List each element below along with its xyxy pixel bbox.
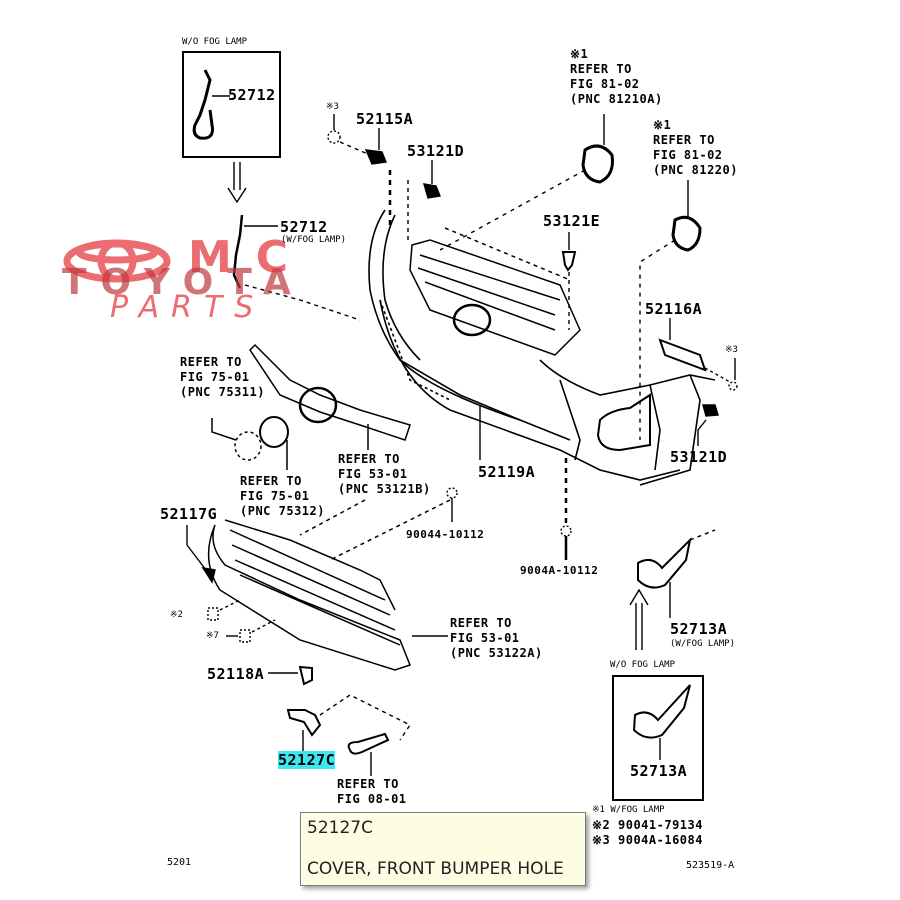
clip-52118A-icon bbox=[298, 665, 313, 686]
refer-81210A-line2: FIG 81-02 bbox=[570, 77, 640, 91]
refer-81210A-mark: ※1 bbox=[570, 47, 589, 61]
legend-item-2: ※2 90041-79134 bbox=[592, 818, 703, 832]
callout-52117G[interactable]: 52117G bbox=[160, 505, 218, 523]
refer-81220-mark: ※1 bbox=[653, 118, 672, 132]
part-tooltip: 52127C COVER, FRONT BUMPER HOLE bbox=[300, 812, 586, 886]
refer-08-01: REFER TO FIG 08-01 bbox=[337, 777, 407, 807]
down-arrow-icon bbox=[227, 162, 247, 204]
wire-harness-icon bbox=[192, 69, 214, 140]
fog-lamp-81210A-icon bbox=[581, 144, 614, 184]
refer-53121B-line1: REFER TO bbox=[338, 452, 400, 466]
label-box-top-title: W/O FOG LAMP bbox=[182, 37, 248, 47]
callout-52118A[interactable]: 52118A bbox=[207, 665, 265, 683]
watermark-toyota: TOYOTA bbox=[62, 262, 305, 303]
fog-lamp-81220-icon bbox=[671, 215, 702, 252]
toyota-logo-icon bbox=[63, 239, 171, 283]
callout-52115A[interactable]: 52115A bbox=[356, 110, 414, 128]
mark-2: ※2 bbox=[170, 610, 183, 620]
callout-52713A-box[interactable]: 52713A bbox=[630, 762, 688, 780]
refer-81220-line3: (PNC 81220) bbox=[653, 163, 738, 177]
callout-52712-box[interactable]: 52712 bbox=[228, 86, 276, 104]
refer-75312: REFER TO FIG 75-01 (PNC 75312) bbox=[240, 474, 325, 519]
callout-53121E[interactable]: 53121E bbox=[543, 212, 601, 230]
clip-52117G-icon bbox=[201, 567, 216, 584]
clip-mark7-icon bbox=[239, 629, 251, 643]
callout-52712[interactable]: 52712 bbox=[280, 218, 328, 236]
lower-grille bbox=[207, 499, 451, 671]
refer-08-line1: REFER TO bbox=[337, 777, 399, 791]
front-bumper-52119A bbox=[368, 209, 716, 486]
watermark-mc: MC bbox=[188, 232, 313, 283]
page-code: 5201 bbox=[167, 857, 192, 868]
legend-item-1: ※1 W/FOG LAMP bbox=[592, 805, 665, 815]
watermark-parts: PARTS bbox=[110, 290, 266, 325]
refer-81220-line1: REFER TO bbox=[653, 133, 715, 147]
callout-53121D-top[interactable]: 53121D bbox=[407, 142, 465, 160]
clip-53121E-icon bbox=[561, 251, 577, 272]
w-o-fog-lamp-box-top bbox=[182, 51, 281, 158]
callout-52116A[interactable]: 52116A bbox=[645, 300, 703, 318]
mark-3-top: ※3 bbox=[326, 102, 339, 112]
bracket-52116A-icon bbox=[658, 338, 707, 372]
up-arrow-icon bbox=[629, 588, 649, 650]
callout-53121D-right[interactable]: 53121D bbox=[670, 448, 728, 466]
refer-81210A-line1: REFER TO bbox=[570, 62, 632, 76]
refer-75311-line3: (PNC 75311) bbox=[180, 385, 265, 399]
refer-53121B-line2: FIG 53-01 bbox=[338, 467, 408, 481]
refer-53122A: REFER TO FIG 53-01 (PNC 53122A) bbox=[450, 616, 543, 661]
fog-cover-52713A-icon bbox=[637, 536, 692, 589]
callout-52127C-highlighted[interactable]: 52127C bbox=[278, 751, 336, 769]
mark-3-right: ※3 bbox=[725, 345, 738, 355]
clip-53121D-icon bbox=[423, 183, 441, 199]
w-o-fog-lamp-box-bottom bbox=[612, 675, 704, 801]
callout-52713A[interactable]: 52713A bbox=[670, 620, 728, 638]
upper-grille bbox=[409, 227, 581, 356]
refer-81220-line2: FIG 81-02 bbox=[653, 148, 723, 162]
callout-90044-left[interactable]: 90044-10112 bbox=[406, 528, 485, 541]
refer-81210A: ※1 REFER TO FIG 81-02 (PNC 81210A) bbox=[570, 47, 663, 107]
refer-53121B-line3: (PNC 53121B) bbox=[338, 482, 431, 496]
refer-75312-line2: FIG 75-01 bbox=[240, 489, 310, 503]
cover-52127C-icon bbox=[286, 709, 322, 737]
clip-52115A-icon bbox=[364, 149, 387, 165]
refer-53122A-line1: REFER TO bbox=[450, 616, 512, 630]
legend: ※1 W/FOG LAMP ※2 90041-79134 ※3 9004A-16… bbox=[592, 803, 703, 848]
refer-75312-line3: (PNC 75312) bbox=[240, 504, 325, 518]
refer-53122A-line3: (PNC 53122A) bbox=[450, 646, 543, 660]
tooltip-description: COVER, FRONT BUMPER HOLE bbox=[307, 859, 564, 879]
tooltip-part-number: 52127C bbox=[307, 818, 373, 838]
refer-08-line2: FIG 08-01 bbox=[337, 792, 407, 806]
refer-75312-line1: REFER TO bbox=[240, 474, 302, 488]
callout-90044-right[interactable]: 9004A-10112 bbox=[520, 564, 599, 577]
grille-trim-emblem bbox=[211, 343, 411, 470]
refer-53122A-line2: FIG 53-01 bbox=[450, 631, 520, 645]
legend-item-3: ※3 9004A-16084 bbox=[592, 833, 703, 847]
callout-52119A[interactable]: 52119A bbox=[478, 463, 536, 481]
note-52713A-w-fog: (W/FOG LAMP) bbox=[670, 639, 736, 649]
refer-75311-line2: FIG 75-01 bbox=[180, 370, 250, 384]
clip-mark2-icon bbox=[207, 607, 219, 621]
label-box-bottom-title: W/O FOG LAMP bbox=[610, 660, 676, 670]
refer-81220: ※1 REFER TO FIG 81-02 (PNC 81220) bbox=[653, 118, 738, 178]
mark-7: ※7 bbox=[206, 631, 219, 641]
refer-75311: REFER TO FIG 75-01 (PNC 75311) bbox=[180, 355, 265, 400]
refer-75311-line1: REFER TO bbox=[180, 355, 242, 369]
figure-code: 523519-A bbox=[686, 860, 735, 871]
refer-81210A-line3: (PNC 81210A) bbox=[570, 92, 663, 106]
note-52712-w-fog: (W/FOG LAMP) bbox=[281, 235, 347, 245]
refer-53121B: REFER TO FIG 53-01 (PNC 53121B) bbox=[338, 452, 431, 497]
screw-icon bbox=[347, 732, 390, 755]
clip-53121D-right-icon bbox=[702, 404, 719, 417]
